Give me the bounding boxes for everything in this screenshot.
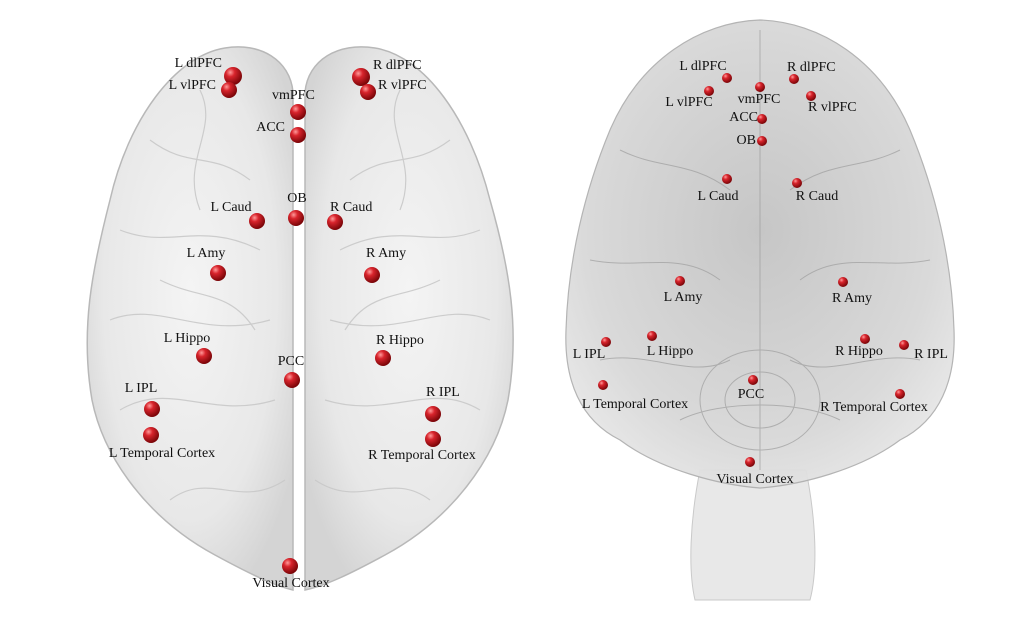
ventral-label-acc: ACC — [729, 110, 758, 125]
dorsal-node-r-dlpfc — [352, 68, 370, 86]
dorsal-node-r-ipl — [425, 406, 441, 422]
ventral-node-l-temporal-cortex — [598, 380, 608, 390]
dorsal-label-l-ipl: L IPL — [124, 381, 158, 396]
ventral-label-vmpfc: vmPFC — [737, 92, 781, 107]
ventral-node-visual-cortex — [745, 457, 755, 467]
ventral-node-l-caud — [722, 174, 732, 184]
dorsal-node-l-caud — [249, 213, 265, 229]
dorsal-node-vmpfc — [290, 104, 306, 120]
node-markers — [143, 67, 909, 574]
dorsal-label-visual-cortex: Visual Cortex — [252, 576, 330, 591]
dorsal-label-r-hippo: R Hippo — [376, 333, 424, 348]
ventral-node-l-ipl — [601, 337, 611, 347]
ventral-node-r-ipl — [899, 340, 909, 350]
ventral-node-r-caud — [792, 178, 802, 188]
dorsal-node-l-hippo — [196, 348, 212, 364]
ventral-label-r-temporal-cortex: R Temporal Cortex — [820, 400, 928, 415]
ventral-label-l-amy: L Amy — [663, 290, 703, 305]
ventral-node-ob — [757, 136, 767, 146]
dorsal-node-r-amy — [364, 267, 380, 283]
dorsal-label-l-amy: L Amy — [186, 246, 226, 261]
ventral-label-visual-cortex: Visual Cortex — [716, 472, 794, 487]
ventral-node-l-vlpfc — [704, 86, 714, 96]
dorsal-label-l-temporal-cortex: L Temporal Cortex — [108, 446, 216, 461]
ventral-brain-outline — [565, 19, 955, 601]
ventral-node-r-hippo — [860, 334, 870, 344]
dorsal-label-r-ipl: R IPL — [426, 385, 460, 400]
dorsal-label-l-caud: L Caud — [210, 200, 252, 215]
dorsal-brain-outline — [86, 46, 514, 591]
dorsal-label-r-dlpfc: R dlPFC — [373, 58, 422, 73]
ventral-node-l-dlpfc — [722, 73, 732, 83]
ventral-label-l-ipl: L IPL — [572, 347, 606, 362]
dorsal-label-r-vlpfc: R vlPFC — [378, 78, 427, 93]
dorsal-label-l-dlpfc: L dlPFC — [174, 56, 222, 71]
dorsal-node-l-vlpfc — [221, 82, 237, 98]
ventral-label-l-vlpfc: L vlPFC — [665, 95, 713, 110]
ventral-node-pcc — [748, 375, 758, 385]
ventral-label-r-vlpfc: R vlPFC — [808, 100, 857, 115]
dorsal-label-r-caud: R Caud — [330, 200, 373, 215]
dorsal-node-pcc — [284, 372, 300, 388]
dorsal-node-l-amy — [210, 265, 226, 281]
dorsal-label-acc: ACC — [256, 120, 285, 135]
ventral-label-r-caud: R Caud — [795, 189, 839, 204]
ventral-node-l-amy — [675, 276, 685, 286]
dorsal-node-l-ipl — [144, 401, 160, 417]
dorsal-label-l-hippo: L Hippo — [163, 331, 211, 346]
ventral-label-r-hippo: R Hippo — [835, 344, 883, 359]
ventral-label-r-dlpfc: R dlPFC — [787, 60, 836, 75]
dorsal-label-vmpfc: vmPFC — [272, 88, 315, 103]
dorsal-node-acc — [290, 127, 306, 143]
ventral-node-r-dlpfc — [789, 74, 799, 84]
dorsal-node-l-dlpfc — [224, 67, 242, 85]
dorsal-label-l-vlpfc: L vlPFC — [168, 78, 216, 93]
ventral-node-r-amy — [838, 277, 848, 287]
ventral-label-l-caud: L Caud — [697, 189, 739, 204]
dorsal-node-r-hippo — [375, 350, 391, 366]
ventral-node-r-vlpfc — [806, 91, 816, 101]
ventral-label-pcc: PCC — [737, 387, 765, 402]
ventral-label-r-amy: R Amy — [831, 291, 873, 306]
dorsal-label-pcc: PCC — [277, 354, 305, 369]
ventral-label-r-ipl: R IPL — [914, 347, 948, 362]
ventral-label-ob: OB — [736, 133, 756, 148]
dorsal-node-r-caud — [327, 214, 343, 230]
ventral-label-l-temporal-cortex: L Temporal Cortex — [581, 397, 689, 412]
dorsal-node-ob — [288, 210, 304, 226]
ventral-node-r-temporal-cortex — [895, 389, 905, 399]
ventral-node-vmpfc — [755, 82, 765, 92]
dorsal-label-r-amy: R Amy — [366, 246, 407, 261]
ventral-node-acc — [757, 114, 767, 124]
dorsal-node-visual-cortex — [282, 558, 298, 574]
dorsal-node-r-vlpfc — [360, 84, 376, 100]
ventral-label-l-dlpfc: L dlPFC — [679, 59, 727, 74]
dorsal-label-ob: OB — [287, 191, 307, 206]
ventral-node-l-hippo — [647, 331, 657, 341]
ventral-label-l-hippo: L Hippo — [646, 344, 694, 359]
dorsal-node-r-temporal-cortex — [425, 431, 441, 447]
dorsal-label-r-temporal-cortex: R Temporal Cortex — [368, 448, 476, 463]
dorsal-node-l-temporal-cortex — [143, 427, 159, 443]
